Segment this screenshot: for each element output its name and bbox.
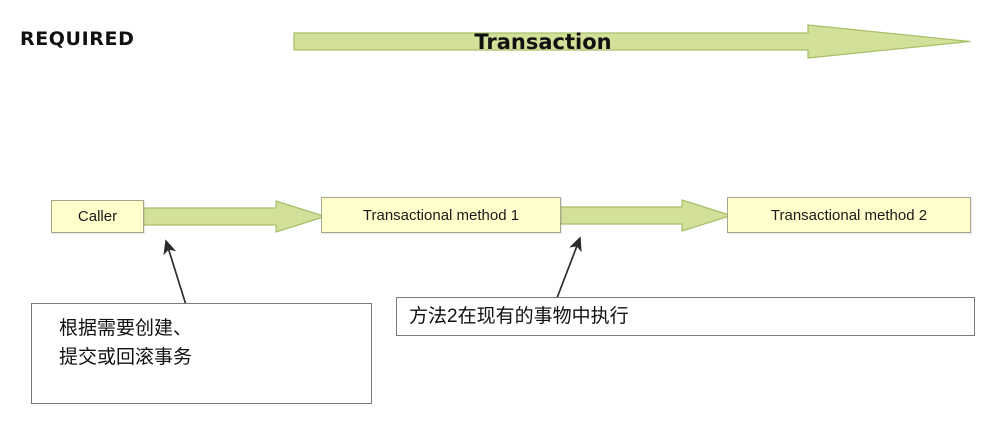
node-transactional-method-2[interactable]: Transactional method 2 xyxy=(727,197,971,233)
node-transactional-method-1[interactable]: Transactional method 1 xyxy=(321,197,561,233)
callout-join-existing-transaction: 方法2在现有的事物中执行 xyxy=(396,297,975,336)
node-transactional-method-1-label: Transactional method 1 xyxy=(362,206,520,224)
arrow-method1-to-method2-icon xyxy=(559,199,732,232)
propagation-type-label: REQUIRED xyxy=(20,28,135,50)
callout-create-commit-rollback: 根据需要创建、 提交或回滚事务 xyxy=(31,303,372,404)
node-transactional-method-2-label: Transactional method 2 xyxy=(770,206,928,224)
node-caller-label: Caller xyxy=(77,208,118,225)
transaction-scope-label: Transaction xyxy=(474,30,612,54)
callout-right-pointer-line xyxy=(556,236,582,299)
callout-right-line-1: 方法2在现有的事物中执行 xyxy=(409,305,629,327)
node-caller[interactable]: Caller xyxy=(51,200,144,233)
callout-left-pointer-line xyxy=(163,239,187,306)
transaction-scope-arrow xyxy=(293,24,971,59)
callout-left-line-2: 提交或回滚事务 xyxy=(59,347,193,369)
arrow-caller-to-method1-icon xyxy=(142,200,326,233)
callout-left-line-1: 根据需要创建、 xyxy=(59,318,193,339)
